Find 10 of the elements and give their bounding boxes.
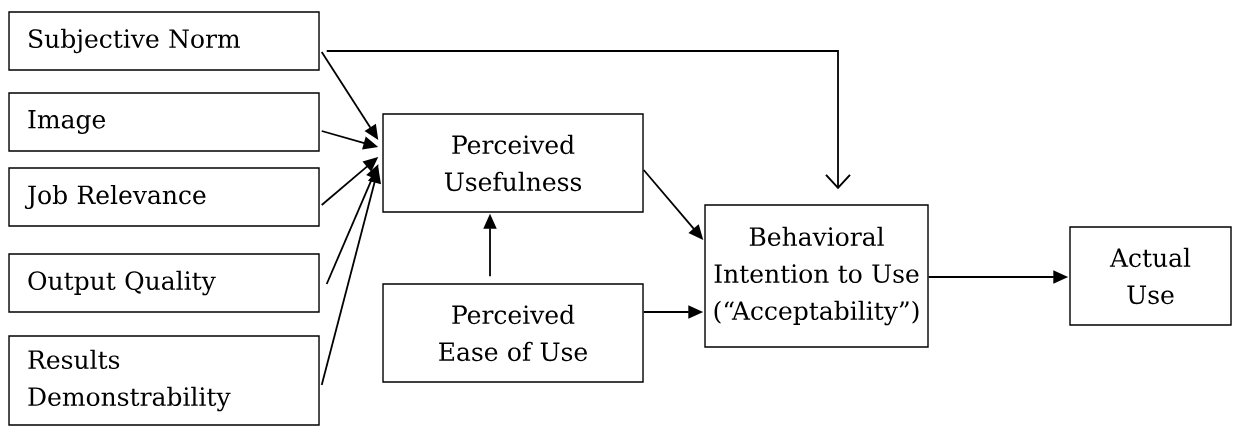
- box: Actual Use: [1069, 226, 1232, 326]
- box: Perceived Ease of Use: [382, 283, 644, 383]
- arrow: [325, 50, 851, 190]
- box: Perceived Usefulness: [382, 113, 644, 213]
- box: Output Quality: [8, 253, 320, 313]
- box: Job Relevance: [8, 167, 320, 227]
- box: Subjective Norm: [8, 11, 320, 71]
- box: Behavioral Intention to Use (“Acceptability”): [704, 204, 929, 348]
- box: Results Demonstrability: [8, 335, 320, 426]
- box: Image: [8, 92, 320, 152]
